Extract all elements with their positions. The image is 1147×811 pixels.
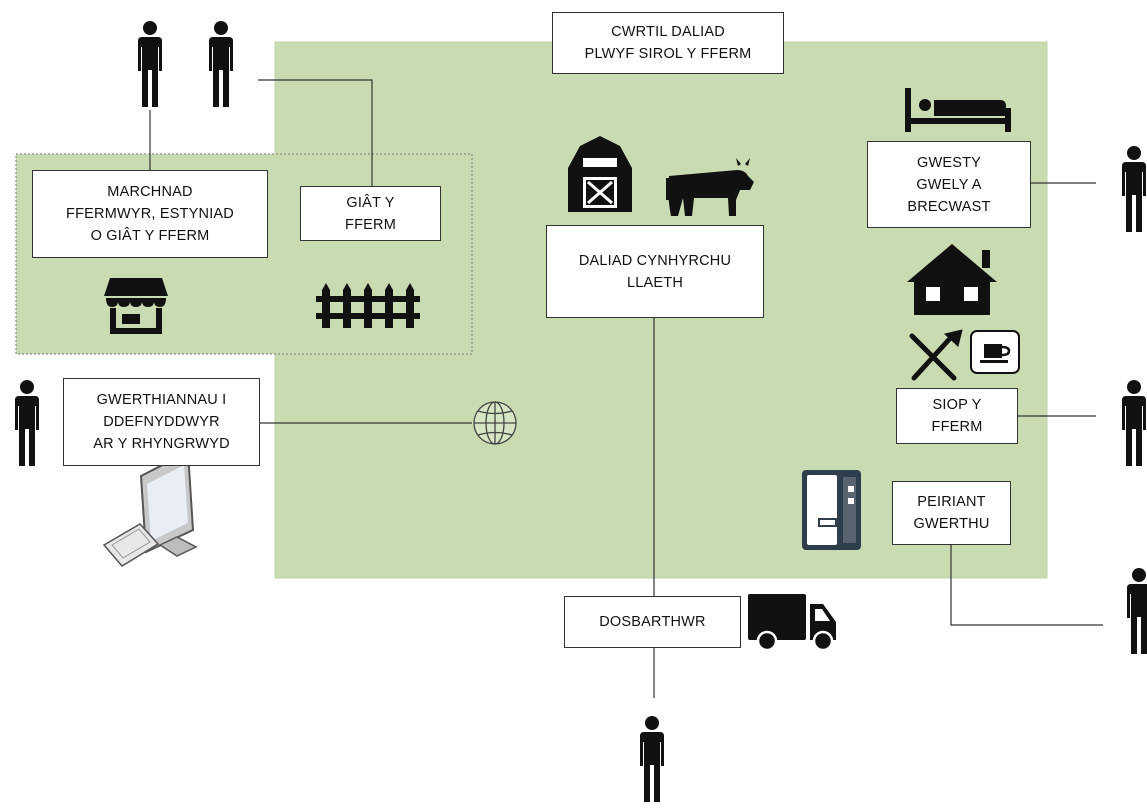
globe-icon bbox=[473, 401, 517, 445]
farm-holding-title-box: CWRTIL DALIAD PLWYF SIROL Y FFERM bbox=[552, 12, 784, 74]
farm-holding-title: CWRTIL DALIAD PLWYF SIROL Y FFERM bbox=[584, 24, 752, 62]
truck-icon bbox=[748, 594, 836, 652]
person-icon bbox=[1122, 380, 1146, 466]
person-icon bbox=[209, 21, 233, 107]
bed-icon bbox=[905, 88, 1011, 132]
vending-machine-box: PEIRIANT GWERTHU bbox=[892, 481, 1011, 545]
vending-machine-icon bbox=[802, 470, 861, 550]
person-icon bbox=[640, 716, 664, 802]
bnb-label: GWESTY GWELY A BRECWAST bbox=[907, 154, 991, 215]
person-icon bbox=[138, 21, 162, 107]
barn-icon bbox=[568, 136, 632, 212]
computer-icon bbox=[102, 450, 198, 567]
connector-vending-customer bbox=[950, 545, 1103, 626]
farm-shop-label: SIOP Y FFERM bbox=[931, 397, 983, 435]
vending-machine-label: PEIRIANT GWERTHU bbox=[913, 494, 990, 532]
farmers-market-box: MARCHNAD FFERMWYR, ESTYNIAD O GIÂT Y FFE… bbox=[32, 170, 268, 258]
coffee-cup-icon bbox=[970, 330, 1020, 374]
person-icon bbox=[1122, 146, 1146, 232]
dairy-holding-label: DALIAD CYNHYRCHU LLAETH bbox=[578, 252, 732, 291]
cow-icon bbox=[666, 158, 754, 216]
connector-gate-customer bbox=[258, 79, 373, 186]
farm-shop-box: SIOP Y FFERM bbox=[896, 388, 1018, 444]
farm-gate-box: GIÂT Y FFERM bbox=[300, 186, 441, 241]
dairy-holding-box: DALIAD CYNHYRCHU LLAETH bbox=[546, 225, 764, 318]
fence-icon bbox=[316, 283, 420, 328]
connector-lines bbox=[149, 79, 1103, 698]
distributor-label: DOSBARTHWR bbox=[599, 614, 706, 630]
person-icon bbox=[1127, 568, 1147, 654]
shop-icon bbox=[104, 278, 168, 334]
cutlery-icon bbox=[909, 329, 963, 381]
house-icon bbox=[907, 244, 997, 315]
person-icon bbox=[15, 380, 39, 466]
bnb-box: GWESTY GWELY A BRECWAST bbox=[867, 141, 1031, 228]
farm-gate-label: GIÂT Y FFERM bbox=[345, 194, 396, 233]
farmers-market-label: MARCHNAD FFERMWYR, ESTYNIAD O GIÂT Y FFE… bbox=[66, 184, 234, 244]
distributor-box: DOSBARTHWR bbox=[564, 596, 741, 648]
online-sales-label: GWERTHIANNAU I DDEFNYDDWYR AR Y RHYNGRWY… bbox=[93, 392, 230, 452]
online-sales-box: GWERTHIANNAU I DDEFNYDDWYR AR Y RHYNGRWY… bbox=[63, 378, 260, 466]
